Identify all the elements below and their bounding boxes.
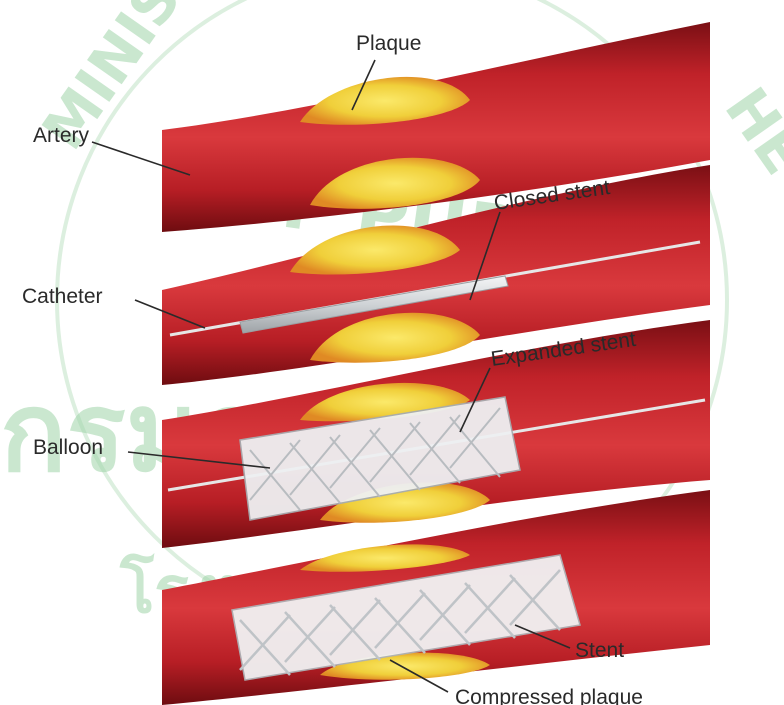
label-artery: Artery: [33, 124, 90, 147]
label-stent: Stent: [575, 639, 624, 662]
label-plaque: Plaque: [356, 32, 421, 55]
label-compressed-plaque: Compressed plaque: [455, 686, 643, 705]
label-balloon: Balloon: [33, 436, 103, 459]
label-catheter: Catheter: [22, 285, 103, 308]
watermark-arc-right: HE: [712, 75, 784, 186]
